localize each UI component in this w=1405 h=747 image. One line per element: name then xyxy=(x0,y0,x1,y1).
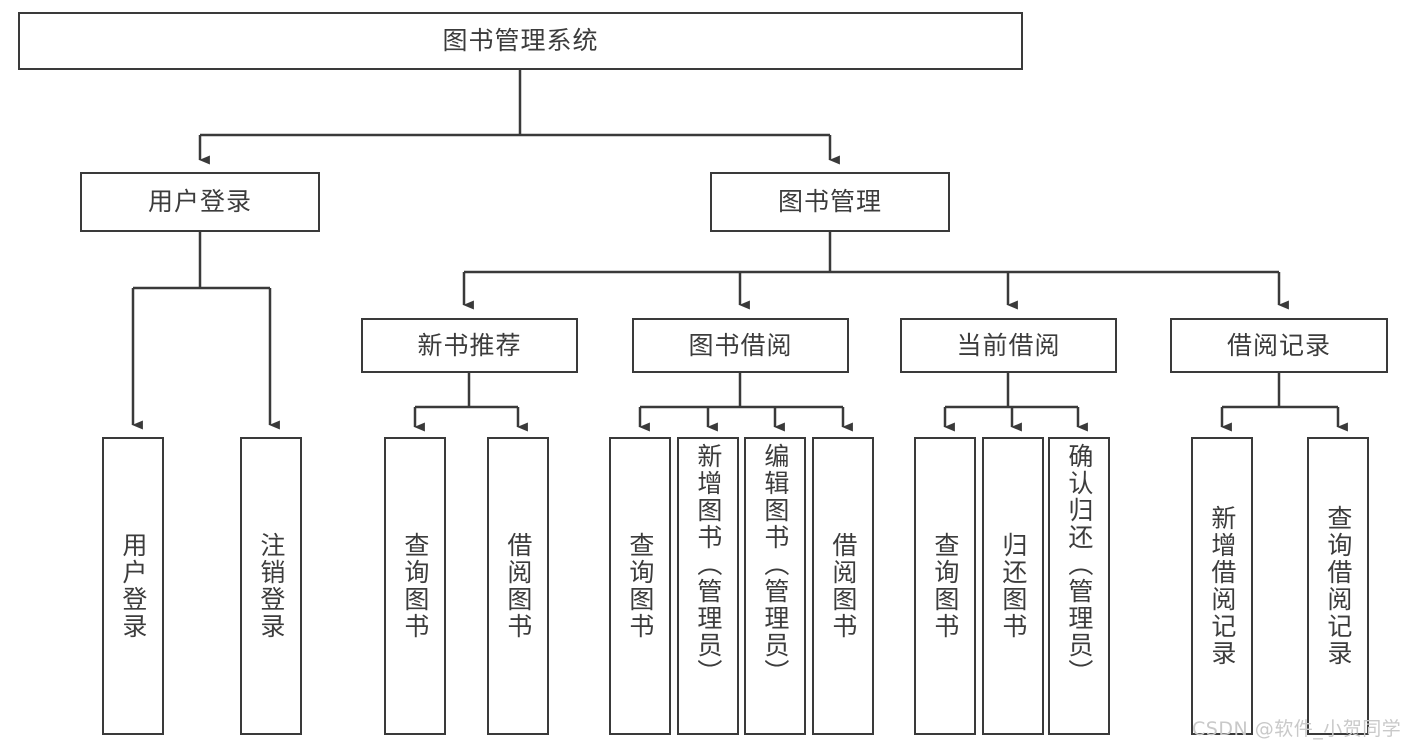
node-user-login[interactable]: 用户登录 xyxy=(80,172,320,232)
leaf-book-borrow-query-books-label: 查询图书 xyxy=(625,532,655,640)
leaf-new-book-borrow-books-label: 借阅图书 xyxy=(503,532,533,640)
leaf-user-login-signout[interactable]: 注销登录 xyxy=(240,437,302,735)
node-current-borrow-label: 当前借阅 xyxy=(956,330,1061,360)
leaf-book-borrow-borrow-books[interactable]: 借阅图书 xyxy=(812,437,874,735)
leaf-new-book-borrow-books[interactable]: 借阅图书 xyxy=(487,437,549,735)
node-root-book-management-system[interactable]: 图书管理系统 xyxy=(18,12,1023,70)
node-borrow-record[interactable]: 借阅记录 xyxy=(1170,318,1388,373)
leaf-borrow-record-query-record[interactable]: 查询借阅记录 xyxy=(1307,437,1369,735)
leaf-borrow-record-add-record-label: 新增借阅记录 xyxy=(1207,505,1237,667)
node-borrow-record-label: 借阅记录 xyxy=(1226,330,1331,360)
leaf-borrow-record-query-record-label: 查询借阅记录 xyxy=(1323,505,1353,667)
leaf-book-borrow-add-book-admin-label: 新增图书（管理员） xyxy=(693,443,723,686)
leaf-current-borrow-confirm-return-admin-label: 确认归还（管理员） xyxy=(1064,443,1094,686)
leaf-current-borrow-confirm-return-admin[interactable]: 确认归还（管理员） xyxy=(1048,437,1110,735)
leaf-current-borrow-query-books-label: 查询图书 xyxy=(930,532,960,640)
leaf-new-book-query-books-label: 查询图书 xyxy=(400,532,430,640)
leaf-book-borrow-borrow-books-label: 借阅图书 xyxy=(828,532,858,640)
leaf-user-login-signin-label: 用户登录 xyxy=(118,532,148,640)
leaf-user-login-signin[interactable]: 用户登录 xyxy=(102,437,164,735)
leaf-user-login-signout-label: 注销登录 xyxy=(256,532,286,640)
leaf-book-borrow-add-book-admin[interactable]: 新增图书（管理员） xyxy=(677,437,739,735)
node-book-management-label: 图书管理 xyxy=(777,187,882,217)
node-book-borrow[interactable]: 图书借阅 xyxy=(632,318,849,373)
leaf-book-borrow-query-books[interactable]: 查询图书 xyxy=(609,437,671,735)
leaf-book-borrow-edit-book-admin-label: 编辑图书（管理员） xyxy=(760,443,790,686)
leaf-current-borrow-return-books[interactable]: 归还图书 xyxy=(982,437,1044,735)
leaf-current-borrow-query-books[interactable]: 查询图书 xyxy=(914,437,976,735)
leaf-book-borrow-edit-book-admin[interactable]: 编辑图书（管理员） xyxy=(744,437,806,735)
node-root-label: 图书管理系统 xyxy=(442,26,599,56)
leaf-borrow-record-add-record[interactable]: 新增借阅记录 xyxy=(1191,437,1253,735)
node-new-book-recommend-label: 新书推荐 xyxy=(417,330,522,360)
node-book-management[interactable]: 图书管理 xyxy=(710,172,950,232)
leaf-current-borrow-return-books-label: 归还图书 xyxy=(998,532,1028,640)
node-book-borrow-label: 图书借阅 xyxy=(688,330,793,360)
leaf-new-book-query-books[interactable]: 查询图书 xyxy=(384,437,446,735)
node-current-borrow[interactable]: 当前借阅 xyxy=(900,318,1117,373)
node-user-login-label: 用户登录 xyxy=(147,187,252,217)
node-new-book-recommend[interactable]: 新书推荐 xyxy=(361,318,578,373)
